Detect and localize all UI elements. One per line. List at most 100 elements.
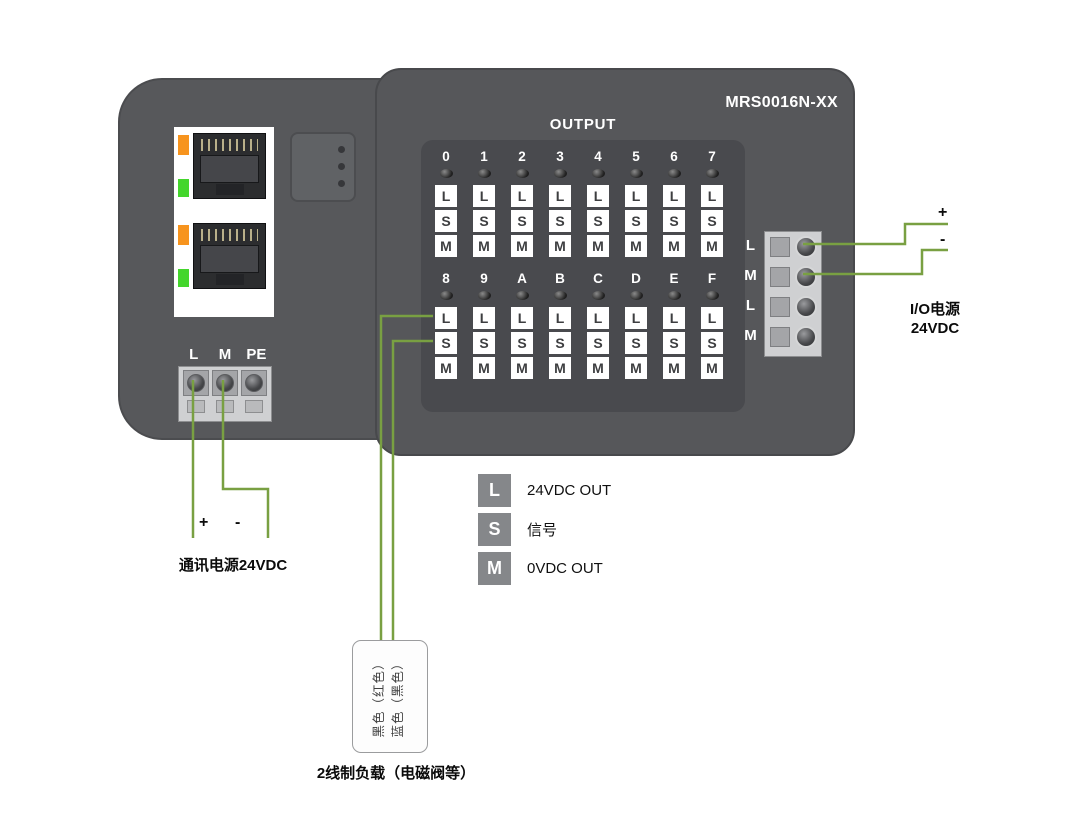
terminal-l: L — [587, 307, 609, 329]
io-terminal-label-m1: M — [744, 267, 757, 284]
terminal-s: S — [663, 332, 685, 354]
terminal-m: M — [473, 235, 495, 257]
connector-pin-dot — [338, 146, 345, 153]
io-terminal-label-l2: L — [745, 297, 756, 314]
channel-number: 5 — [632, 149, 640, 164]
terminal-s: S — [511, 210, 533, 232]
connector-pin-dot — [338, 163, 345, 170]
terminal-l: L — [701, 185, 723, 207]
output-channel-3: 3 L S M — [548, 148, 572, 260]
terminal-s: S — [435, 332, 457, 354]
comm-terminal-labels: L M PE — [178, 346, 272, 363]
comm-power-terminal-block — [178, 366, 272, 422]
terminal-l: L — [625, 185, 647, 207]
link-led-orange-icon — [178, 225, 189, 245]
terminal-l: L — [701, 307, 723, 329]
ethernet-port-2 — [174, 223, 274, 295]
output-channel-8: 8 L S M — [434, 270, 458, 382]
channel-status-led-icon — [667, 291, 681, 300]
output-channel-9: 9 L S M — [472, 270, 496, 382]
output-channel-1: 1 L S M — [472, 148, 496, 260]
link-led-orange-icon — [178, 135, 189, 155]
legend-key: L — [478, 474, 511, 507]
output-channel-0: 0 L S M — [434, 148, 458, 260]
channel-number: 7 — [708, 149, 716, 164]
comm-terminal-label-m: M — [218, 346, 232, 363]
channel-status-led-icon — [591, 169, 605, 178]
wire-clamp — [245, 400, 263, 413]
channel-number: 9 — [480, 271, 488, 286]
comm-power-minus-sign: - — [235, 514, 241, 531]
ethernet-port-1 — [174, 133, 274, 205]
screw-terminal — [183, 370, 209, 396]
rj45-face — [200, 245, 259, 273]
terminal-s: S — [549, 210, 571, 232]
terminal-s: S — [511, 332, 533, 354]
comm-power-plus-sign: + — [199, 514, 209, 531]
io-terminal-labels: L M L M — [740, 231, 761, 351]
channel-number: E — [669, 271, 679, 286]
output-channel-4: 4 L S M — [586, 148, 610, 260]
terminal-l: L — [663, 307, 685, 329]
terminal-l: L — [511, 185, 533, 207]
channel-number: C — [593, 271, 603, 286]
terminal-s: S — [701, 332, 723, 354]
channel-number: 0 — [442, 149, 450, 164]
io-terminal-row — [765, 292, 821, 322]
terminal-m: M — [625, 357, 647, 379]
output-terminal-area: 0 L S M 1 L S M 2 L S — [421, 140, 745, 412]
legend-key: S — [478, 513, 511, 546]
io-terminal-row — [765, 232, 821, 262]
comm-terminal-label-l: L — [189, 346, 199, 363]
terminal-cell-m — [212, 370, 238, 421]
load-wire-color-bottom: 蓝色（黑色） — [391, 656, 405, 738]
terminal-cell-l — [183, 370, 209, 421]
screw-icon — [795, 236, 817, 258]
output-channel-7: 7 L S M — [700, 148, 724, 260]
channel-number: 3 — [556, 149, 564, 164]
terminal-m: M — [511, 235, 533, 257]
terminal-s: S — [663, 210, 685, 232]
terminal-m: M — [587, 357, 609, 379]
channel-status-led-icon — [553, 169, 567, 178]
output-channel-5: 5 L S M — [624, 148, 648, 260]
terminal-m: M — [663, 357, 685, 379]
terminal-m: M — [587, 235, 609, 257]
screw-icon — [187, 374, 205, 392]
output-channel-6: 6 L S M — [662, 148, 686, 260]
terminal-m: M — [435, 235, 457, 257]
channel-number: B — [555, 271, 565, 286]
legend-row-l: L 24VDC OUT — [478, 474, 611, 507]
legend-row-s: S 信号 — [478, 513, 611, 546]
terminal-s: S — [701, 210, 723, 232]
rj45-connector — [193, 133, 266, 199]
screw-icon — [216, 374, 234, 392]
channel-number: 6 — [670, 149, 678, 164]
load-wire-color-labels: 黑色（红色） 蓝色（黑色） — [370, 642, 410, 752]
channel-status-led-icon — [629, 291, 643, 300]
rj45-pins-icon — [201, 229, 258, 241]
screw-terminal — [212, 370, 238, 396]
load-label: 2线制负载（电磁阀等） — [316, 765, 476, 782]
output-channel-c: C L S M — [586, 270, 610, 382]
terminal-s: S — [625, 332, 647, 354]
channel-number: F — [707, 271, 717, 286]
output-module-panel: MRS0016N-XX OUTPUT 0 L S M 1 L S M — [375, 68, 855, 456]
rj45-pins-icon — [201, 139, 258, 151]
legend-desc: 24VDC OUT — [527, 482, 612, 499]
terminal-l: L — [663, 185, 685, 207]
channel-bank-0-7: 0 L S M 1 L S M 2 L S — [434, 148, 724, 260]
channel-number: 4 — [594, 149, 602, 164]
channel-status-led-icon — [553, 291, 567, 300]
terminal-m: M — [701, 357, 723, 379]
io-terminal-label-m2: M — [744, 327, 757, 344]
activity-led-green-icon — [178, 179, 189, 197]
terminal-s: S — [587, 210, 609, 232]
terminal-s: S — [549, 332, 571, 354]
comm-terminal-label-pe: PE — [246, 346, 267, 363]
channel-bank-8-f: 8 L S M 9 L S M A L S — [434, 270, 724, 382]
terminal-l: L — [587, 185, 609, 207]
rj45-face — [200, 155, 259, 183]
terminal-l: L — [473, 307, 495, 329]
